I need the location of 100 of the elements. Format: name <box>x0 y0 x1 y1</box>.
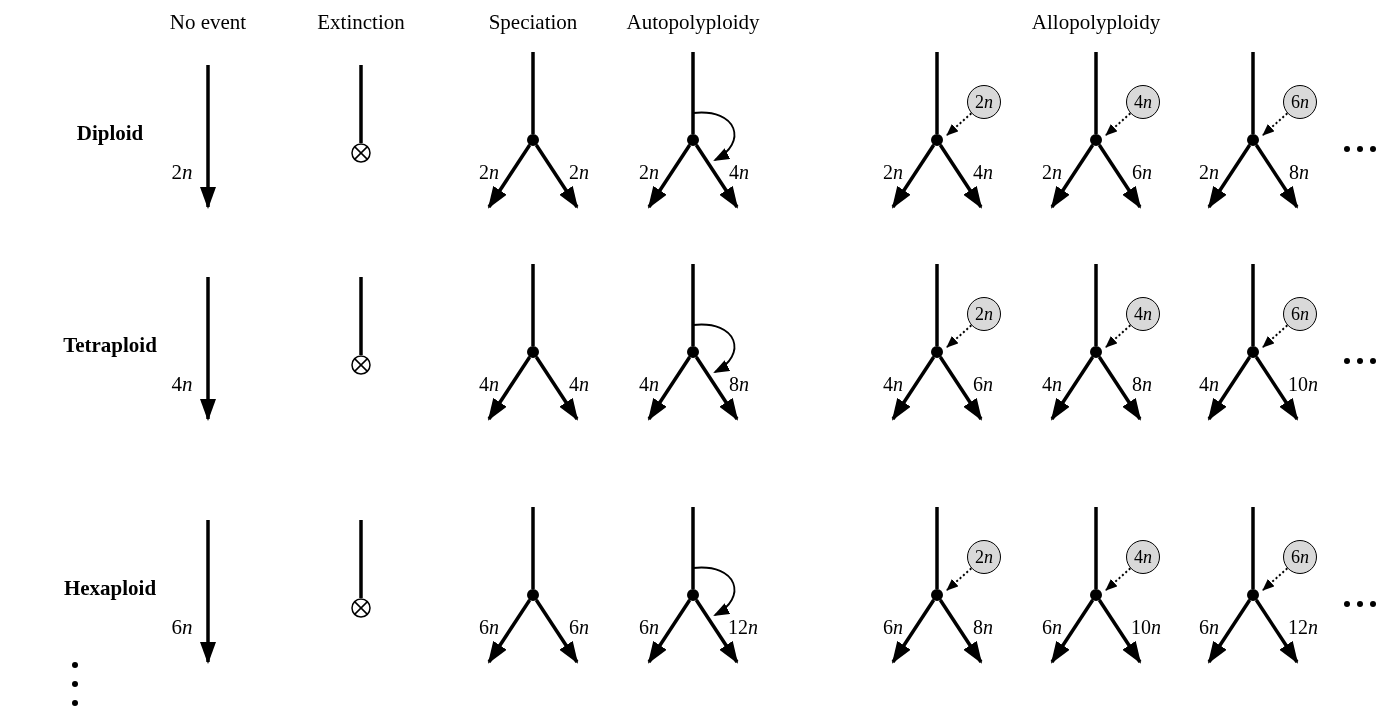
branch-arrow <box>534 356 579 421</box>
dotted-arrow <box>1262 324 1289 348</box>
branch-point <box>687 134 699 146</box>
lineage-line <box>1251 52 1255 134</box>
edge-label: 8n <box>728 374 750 394</box>
ploidy-circle: 2n <box>967 540 1001 574</box>
edge-label: 12n <box>727 617 759 637</box>
edge-label: 4n <box>638 374 660 394</box>
branch-point <box>1090 134 1102 146</box>
branch-point <box>1247 589 1259 601</box>
lineage-line <box>1251 264 1255 346</box>
column-heading: Extinction <box>317 11 405 33</box>
branch-point <box>931 589 943 601</box>
edge-label: 6n <box>882 617 904 637</box>
edge-label: 6n <box>1198 617 1220 637</box>
branch-arrow <box>647 599 692 664</box>
branch-arrow <box>891 356 936 421</box>
edge-label: 4n <box>478 374 500 394</box>
edge-label: 8n <box>1288 162 1310 182</box>
edge-label: 6n <box>972 374 994 394</box>
edge-label: 8n <box>972 617 994 637</box>
branch-point <box>687 589 699 601</box>
lineage-line <box>359 65 363 143</box>
ploidy-label: 6n <box>171 616 193 638</box>
branch-arrow <box>487 144 532 209</box>
edge-label: 2n <box>478 162 500 182</box>
lineage-line <box>935 264 939 346</box>
lineage-line <box>691 52 695 134</box>
edge-label: 4n <box>728 162 750 182</box>
lineage-line <box>531 52 535 134</box>
branch-point <box>931 134 943 146</box>
ploidy-circle: 4n <box>1126 85 1160 119</box>
edge-label: 2n <box>568 162 590 182</box>
edge-label: 4n <box>972 162 994 182</box>
lineage-line <box>1251 507 1255 589</box>
ploidy-circle: 2n <box>967 297 1001 331</box>
edge-label: 12n <box>1287 617 1319 637</box>
column-heading: Speciation <box>488 11 578 33</box>
branch-arrow <box>1207 356 1252 421</box>
edge-label: 2n <box>882 162 904 182</box>
branch-arrow <box>1050 599 1095 664</box>
extinction-symbol <box>351 143 371 163</box>
edge-label: 6n <box>478 617 500 637</box>
ploidy-circle: 2n <box>967 85 1001 119</box>
curved-arrow <box>692 111 736 162</box>
branch-arrow <box>1254 599 1299 664</box>
branch-arrow <box>1207 144 1252 209</box>
edge-label: 4n <box>1198 374 1220 394</box>
edge-label: 8n <box>1131 374 1153 394</box>
branch-arrow <box>487 599 532 664</box>
lineage-line <box>531 507 535 589</box>
dotted-arrow <box>1262 112 1289 136</box>
row-heading: Diploid <box>76 122 144 144</box>
ploidy-label: 4n <box>171 373 193 395</box>
edge-label: 2n <box>1198 162 1220 182</box>
branch-arrow <box>534 599 579 664</box>
branch-arrow <box>1207 599 1252 664</box>
branch-point <box>527 589 539 601</box>
ploidy-circle: 4n <box>1126 540 1160 574</box>
edge-label: 4n <box>1041 374 1063 394</box>
dotted-arrow <box>1105 112 1132 136</box>
dotted-arrow <box>1262 567 1289 591</box>
edge-label: 6n <box>1041 617 1063 637</box>
extinction-symbol <box>351 355 371 375</box>
branch-arrow <box>1050 144 1095 209</box>
column-heading: Allopolyploidy <box>1031 11 1161 33</box>
dotted-arrow <box>946 567 973 591</box>
branch-arrow <box>938 599 983 664</box>
ploidy-circle: 6n <box>1283 85 1317 119</box>
branch-arrow <box>1254 356 1299 421</box>
column-heading: No event <box>169 11 247 33</box>
branch-point <box>687 346 699 358</box>
branch-point <box>1247 346 1259 358</box>
edge-label: 6n <box>638 617 660 637</box>
lineage-line <box>359 520 363 598</box>
branch-arrow <box>694 356 739 421</box>
lineage-line <box>691 264 695 346</box>
branch-arrow <box>1097 144 1142 209</box>
row-heading: Tetraploid <box>63 334 157 356</box>
branch-arrow <box>938 144 983 209</box>
branch-arrow <box>647 356 692 421</box>
edge-label: 6n <box>568 617 590 637</box>
edge-label: 10n <box>1130 617 1162 637</box>
branch-arrow <box>938 356 983 421</box>
branch-arrow <box>1097 599 1142 664</box>
dotted-arrow <box>946 324 973 348</box>
dotted-arrow <box>1105 567 1132 591</box>
branch-point <box>1090 346 1102 358</box>
branch-arrow <box>1254 144 1299 209</box>
edge-label: 2n <box>1041 162 1063 182</box>
dotted-arrow <box>946 112 973 136</box>
lineage-line <box>531 264 535 346</box>
edge-label: 6n <box>1131 162 1153 182</box>
lineage-line <box>359 277 363 355</box>
branch-arrow <box>891 144 936 209</box>
edge-label: 10n <box>1287 374 1319 394</box>
branch-point <box>527 134 539 146</box>
curved-arrow <box>692 323 736 374</box>
ploidy-circle: 6n <box>1283 297 1317 331</box>
ploidy-label: 2n <box>171 161 193 183</box>
